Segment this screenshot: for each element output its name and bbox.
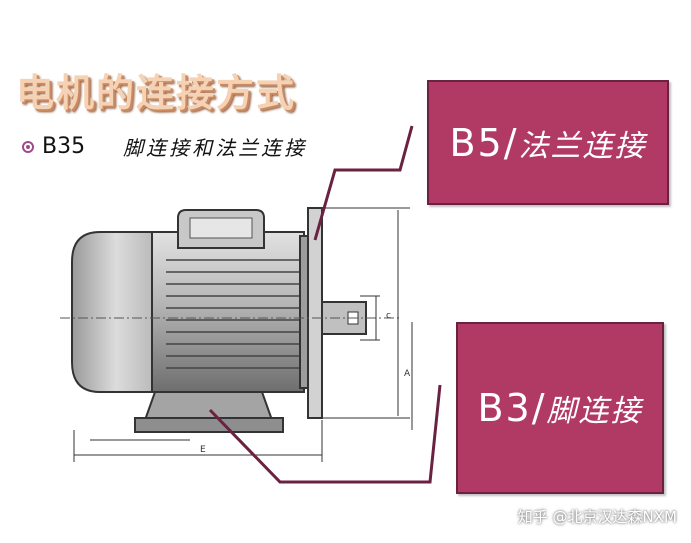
label-b5-code: B5/ (449, 120, 519, 165)
watermark: 知乎 @北京汉达森NXM (517, 508, 677, 526)
label-b3-text: 脚连接 (546, 394, 643, 429)
bullet-text: 脚连接和法兰连接 (123, 136, 308, 160)
callout-line-b5 (313, 125, 414, 241)
dimension-lines (73, 207, 413, 462)
cooling-fins (166, 259, 300, 369)
label-b5-text: 法兰连接 (518, 128, 647, 164)
dim-mark-e: E (200, 445, 206, 455)
slide-title: 电机的连接方式 (16, 71, 297, 115)
dim-mark-c: c (386, 311, 391, 321)
label-b3-code: B3/ (477, 386, 547, 430)
bullet-item: B35 脚连接和法兰连接 (22, 132, 307, 161)
label-b3-foot: B3/ 脚连接 (456, 322, 664, 494)
bullet-circle-icon (22, 140, 34, 153)
bullet-code: B35 (42, 134, 86, 159)
callout-line-b3 (208, 384, 442, 484)
dim-mark-a: A (404, 369, 411, 379)
label-b5-flange: B5/ 法兰连接 (427, 80, 669, 205)
mounting-foot (143, 391, 274, 421)
motor-end-cap (71, 231, 161, 393)
motor-body (151, 231, 305, 393)
